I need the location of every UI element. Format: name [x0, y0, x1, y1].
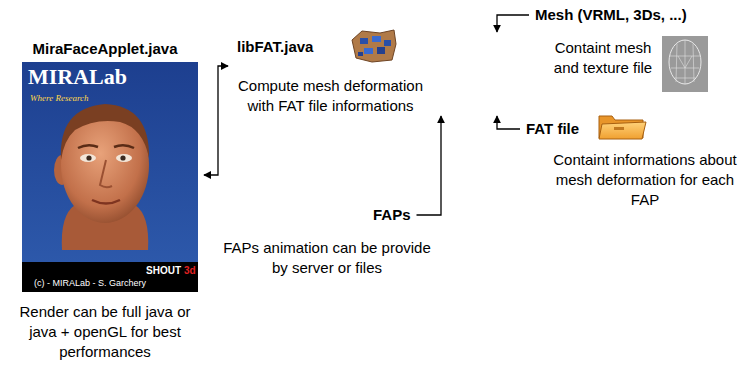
logo-text: MIRALab	[28, 64, 127, 89]
folder-icon	[599, 116, 646, 139]
flow-arrow	[497, 15, 529, 32]
component-title: MiraFaceApplet.java	[6, 40, 204, 58]
diagram-node: libFAT.javaCompute mesh deformation with…	[228, 32, 502, 116]
input-title: FAPs	[373, 206, 411, 224]
brand-text: SHOUT	[146, 264, 181, 277]
diagram-node: FAPsFAPs animation can be provide by ser…	[222, 204, 432, 278]
component-note: Compute mesh deformation with FAT file i…	[228, 76, 433, 116]
library-icon	[352, 30, 396, 62]
logo-tagline: Where Research	[30, 92, 89, 104]
brand-text: 3d	[184, 264, 196, 277]
input-note: FAPs animation can be provide by server …	[222, 238, 432, 278]
mesh-picture	[662, 36, 708, 92]
component-note: Render can be full java or java + openGL…	[6, 302, 204, 362]
input-note: Containt informations about mesh deforma…	[552, 150, 738, 210]
flow-arrow	[497, 116, 520, 129]
diagram-node: FAT fileContaint informations about mesh…	[502, 118, 744, 210]
input-title: Mesh (VRML, 3Ds, ...)	[535, 6, 687, 24]
flow-arrow	[417, 116, 442, 215]
applet-screenshot	[22, 62, 198, 292]
input-note: Containt mesh and texture file	[547, 38, 659, 78]
diagram-node: Mesh (VRML, 3Ds, ...) Containt mesh and t…	[502, 4, 742, 78]
input-title: FAT file	[526, 120, 579, 138]
copyright-text: (c) - MIRALab - S. Garchery	[34, 277, 146, 289]
component-title: libFAT.java	[237, 38, 313, 56]
flow-arrow	[204, 66, 228, 175]
